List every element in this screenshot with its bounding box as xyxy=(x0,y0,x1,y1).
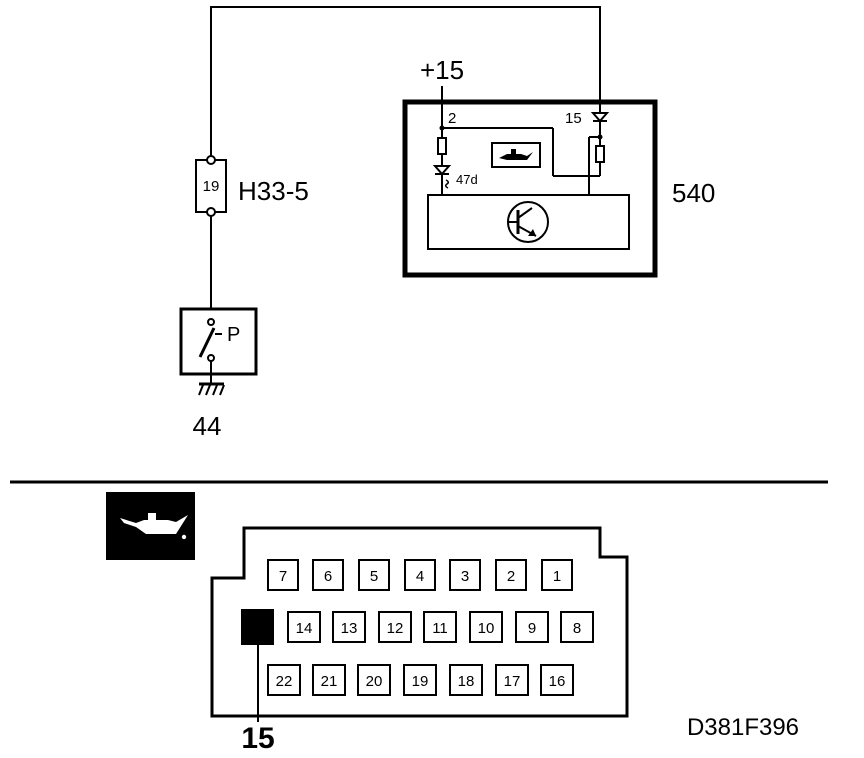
switch-label: P xyxy=(227,324,240,346)
connector-pin: 2 xyxy=(495,559,527,591)
supply-label: +15 xyxy=(420,55,464,85)
highlighted-pin-label: 15 xyxy=(241,722,274,755)
pin-number: 3 xyxy=(461,568,469,585)
connector-pin: 14 xyxy=(287,611,321,643)
connector-pin: 9 xyxy=(515,611,549,643)
pin-number: 17 xyxy=(504,673,521,690)
connector-pin: 22 xyxy=(267,664,301,696)
pin-number: 13 xyxy=(341,620,358,637)
connector-pin: 13 xyxy=(332,611,366,643)
fuse-number: 19 xyxy=(203,178,220,195)
pin-number: 22 xyxy=(276,673,293,690)
connector-pin: 19 xyxy=(403,664,437,696)
pin-number: 5 xyxy=(370,568,378,585)
connector-pin: 20 xyxy=(357,664,391,696)
pin-number: 14 xyxy=(296,620,313,637)
resistor-label: 47d xyxy=(456,172,478,187)
pin-number: 9 xyxy=(528,620,536,637)
pin-number: 18 xyxy=(458,673,475,690)
pin-number: 12 xyxy=(387,620,404,637)
connector-pin: 5 xyxy=(358,559,390,591)
connector-pin: 18 xyxy=(449,664,483,696)
connector-pin: 10 xyxy=(469,611,503,643)
oil-pressure-switch: P xyxy=(179,307,258,376)
pin-number: 8 xyxy=(573,620,581,637)
oil-can-icon xyxy=(106,492,195,560)
pin-number: 6 xyxy=(324,568,332,585)
connector-pin: 16 xyxy=(540,664,574,696)
pin-number: 19 xyxy=(412,673,429,690)
figure-code: D381F396 xyxy=(687,714,799,741)
pin-number: 11 xyxy=(432,620,448,637)
connector-pin: 17 xyxy=(495,664,529,696)
fuse-label: H33-5 xyxy=(238,176,309,206)
connector-pins: 7 6 5 4 3 2 1 14 xyxy=(241,559,594,696)
connector-pin-highlighted xyxy=(241,609,274,645)
pin-number: 16 xyxy=(549,673,566,690)
connector-pin: 8 xyxy=(560,611,594,643)
pin-supply-label: 2 xyxy=(448,110,456,127)
connector-pin: 12 xyxy=(378,611,412,643)
connector-pin: 4 xyxy=(404,559,436,591)
ground-icon xyxy=(198,361,225,396)
connector-pin: 21 xyxy=(312,664,346,696)
pin-number: 21 xyxy=(321,673,338,690)
pin-number: 4 xyxy=(416,568,424,585)
transistor-icon xyxy=(507,201,549,243)
module-component-number: 540 xyxy=(672,178,715,208)
switch-component-number: 44 xyxy=(193,411,222,441)
wire-fuse-to-module xyxy=(210,6,601,162)
connector-pin: 3 xyxy=(449,559,481,591)
pin-number: 20 xyxy=(366,673,383,690)
connector-pin: 6 xyxy=(312,559,344,591)
pin-number: 2 xyxy=(507,568,515,585)
fuse-h33-5: 19 xyxy=(195,155,227,217)
oil-pressure-gauge-icon xyxy=(491,142,541,168)
connector-pin: 7 xyxy=(267,559,299,591)
connector-pin: 11 xyxy=(423,611,457,643)
module-internal-wiring xyxy=(432,100,610,195)
pin-number: 7 xyxy=(279,568,287,585)
pin-number: 1 xyxy=(553,568,561,585)
pin-number: 10 xyxy=(478,620,495,637)
connector-pin: 1 xyxy=(541,559,573,591)
pin-warning-label: 15 xyxy=(565,110,582,127)
